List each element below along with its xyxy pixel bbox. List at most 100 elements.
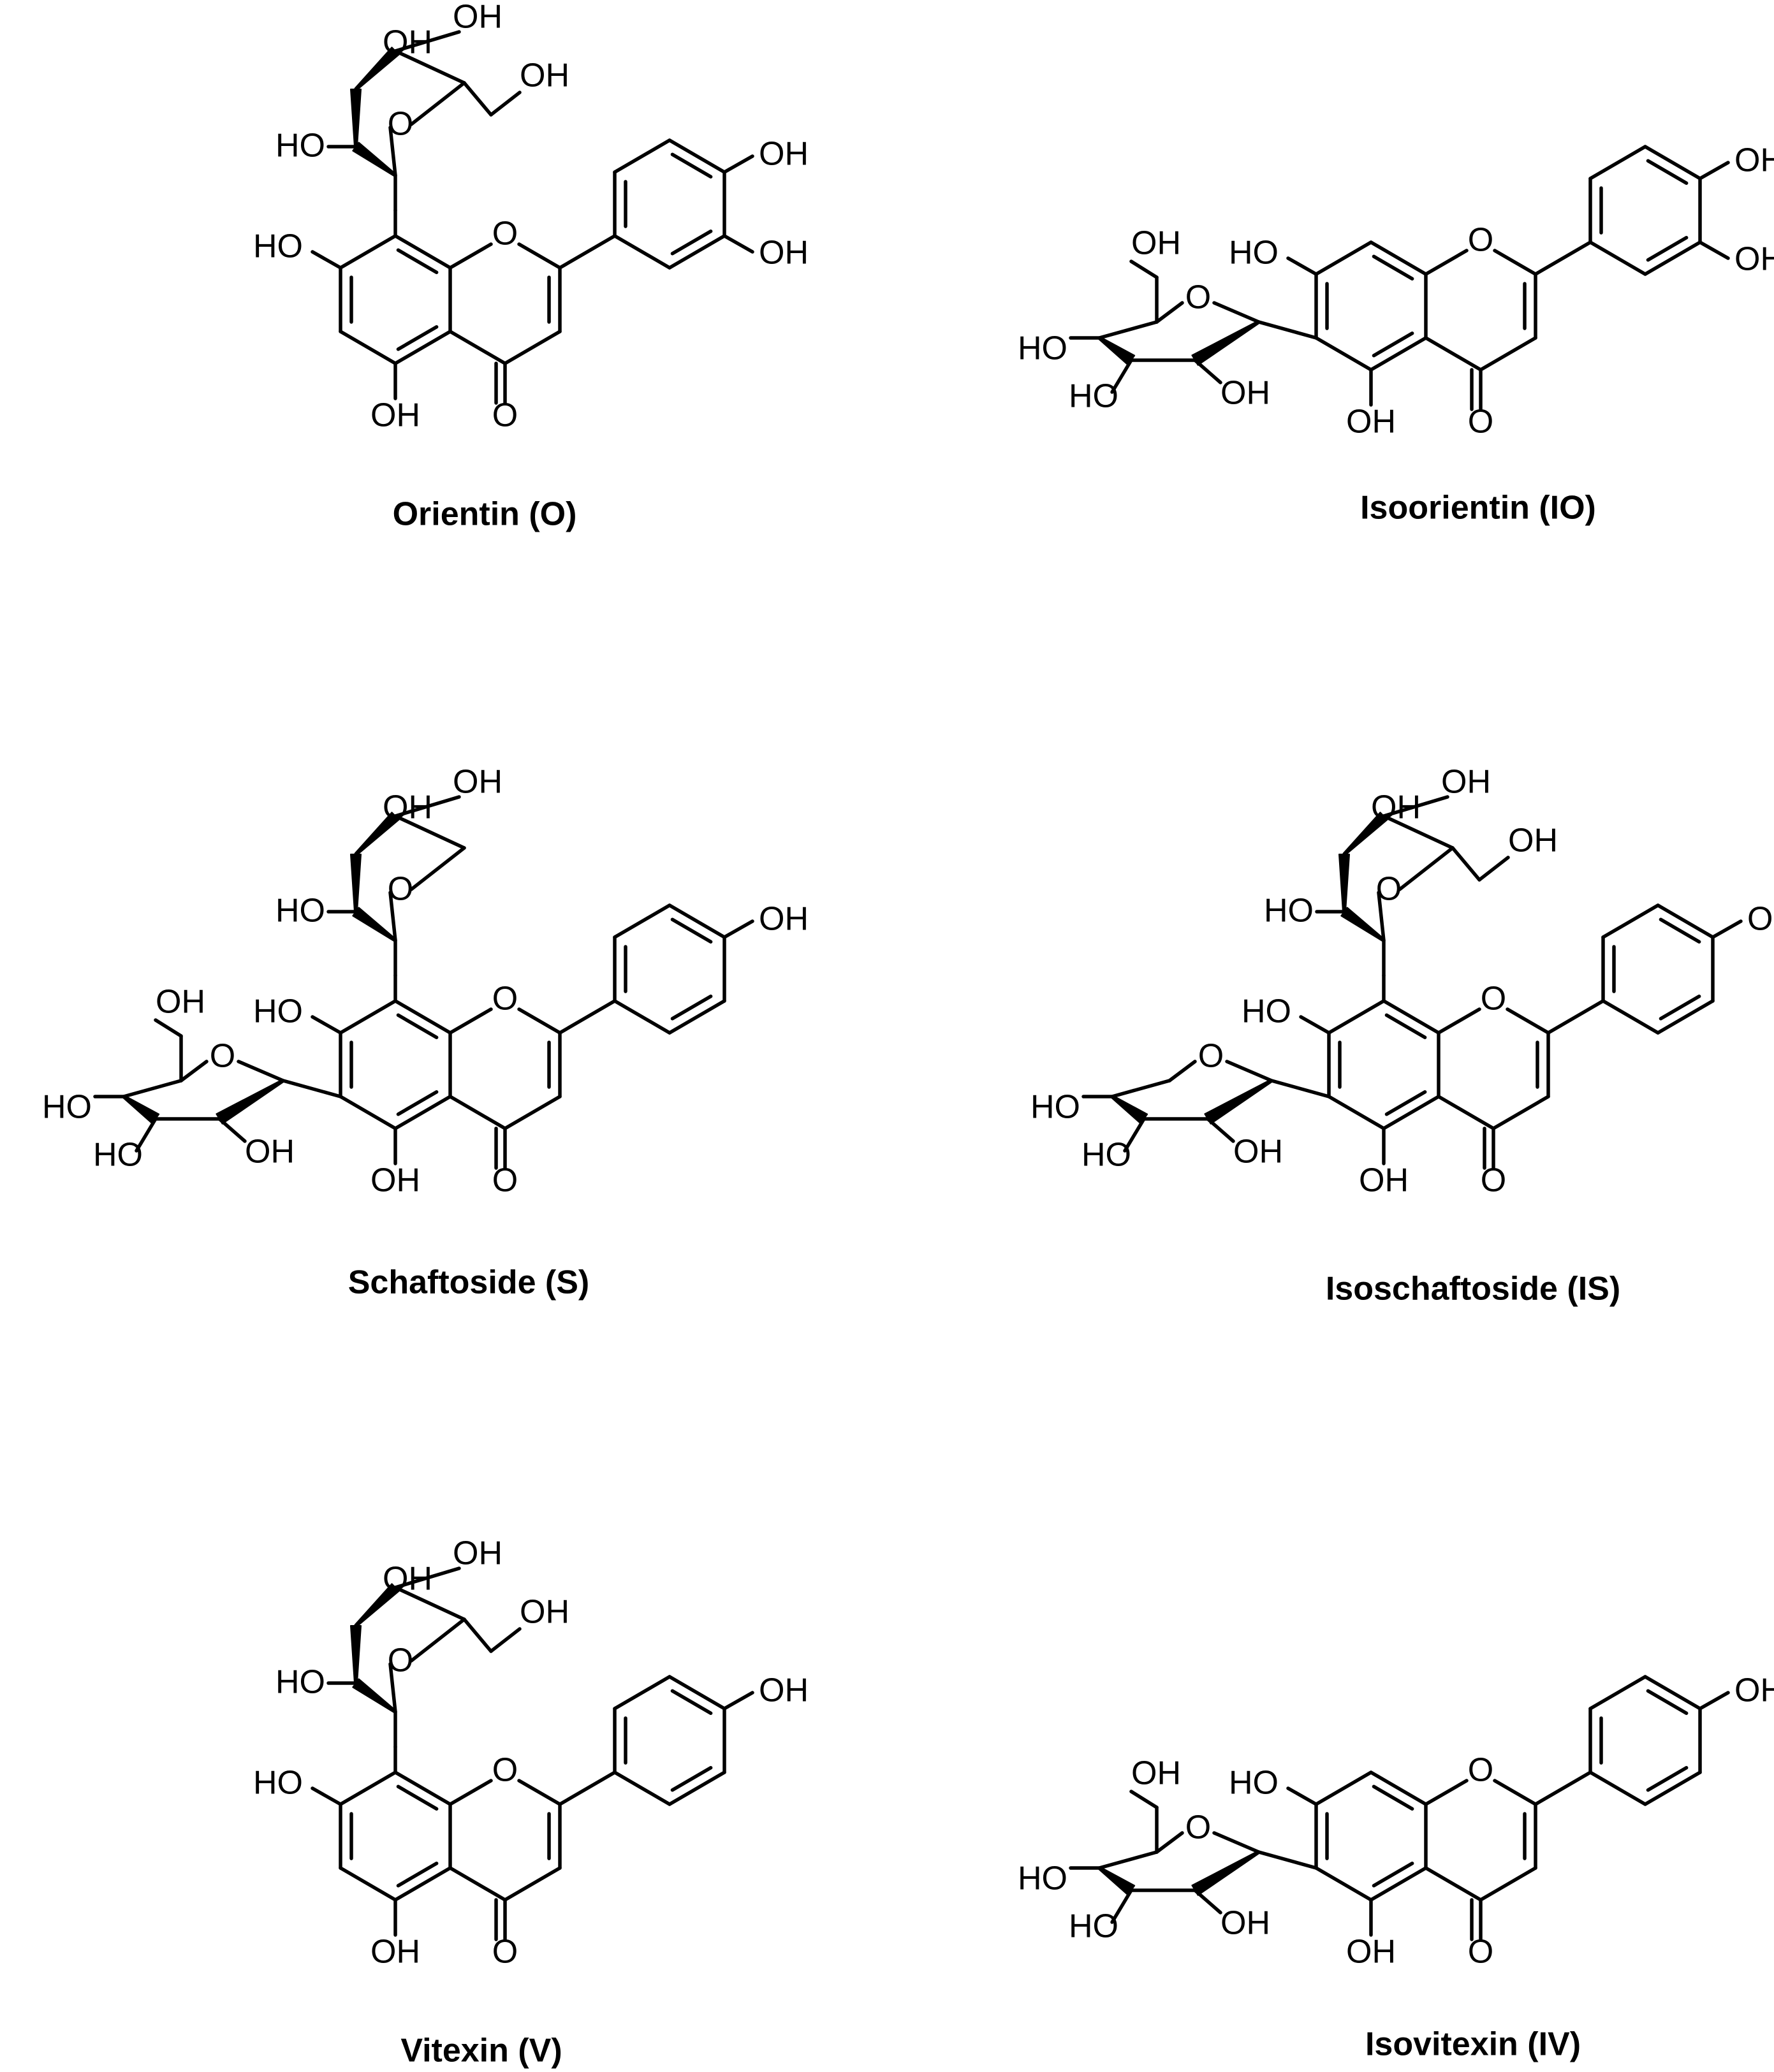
bond (1534, 240, 1592, 276)
bond (388, 891, 397, 942)
bond (1129, 259, 1159, 279)
bond (1257, 320, 1318, 340)
bond (1493, 249, 1537, 276)
double-bond (396, 325, 439, 351)
bond (1698, 1691, 1730, 1711)
bond (339, 330, 397, 365)
bond (393, 234, 452, 270)
atom-label: HO (275, 1664, 325, 1701)
bond (503, 1866, 562, 1902)
bond (1479, 1866, 1537, 1902)
bond (354, 1595, 391, 1628)
atom-label: OH (1359, 1162, 1409, 1199)
caption-isoschaftoside: Isoschaftoside (IS) (1326, 1271, 1620, 1308)
bond (1110, 358, 1133, 394)
bond (354, 59, 391, 91)
bond (311, 250, 342, 270)
bond (668, 1770, 726, 1806)
bond (388, 1662, 397, 1714)
caption-vitexin: Vitexin (V) (400, 2032, 562, 2069)
bond (1424, 249, 1469, 276)
bond (1327, 1095, 1386, 1130)
bond (668, 903, 726, 939)
atom-label: HO (1030, 1089, 1080, 1126)
double-bond (1646, 1766, 1689, 1792)
bond (1123, 1117, 1146, 1153)
atom-label: HO (253, 228, 303, 265)
atom-label: O (1376, 871, 1402, 908)
bond (393, 814, 466, 850)
bond (448, 242, 493, 270)
atom-label: OH (520, 57, 569, 94)
bond (1327, 999, 1386, 1035)
bond (613, 138, 671, 174)
atom-label: OH (453, 764, 502, 801)
bond (393, 999, 452, 1035)
atom-label: O (1481, 981, 1506, 1018)
wedge-bond (1191, 1850, 1261, 1896)
isoschaftoside-structure: OOOHHOOHOHOOHOHOHOOHHOHO (1030, 764, 1774, 1199)
bond (722, 154, 754, 174)
bond (1479, 336, 1537, 372)
bond (1314, 1770, 1373, 1806)
atom-label: HO (42, 1089, 92, 1126)
double-bond (1372, 254, 1414, 281)
bond (393, 1770, 452, 1806)
bond (1643, 1675, 1702, 1711)
bond (1643, 1770, 1702, 1806)
atom-label: OH (1346, 404, 1396, 441)
atom-label: OH (1346, 1934, 1396, 1971)
wedge-bond (352, 907, 397, 942)
bond (613, 903, 671, 939)
atom-label: OH (1441, 764, 1491, 801)
bond (613, 1675, 671, 1711)
atom-label: O (492, 215, 518, 252)
atom-label: OH (1508, 822, 1558, 859)
wedge-bond (1191, 320, 1261, 366)
bond (1711, 919, 1743, 939)
bond (1656, 903, 1715, 939)
bond (1382, 795, 1449, 818)
bond (1110, 1079, 1171, 1098)
atom-label: OH (759, 901, 809, 938)
atom-label: OH (1233, 1134, 1283, 1171)
atom-label: OH (1747, 901, 1774, 938)
bond (409, 846, 466, 891)
double-bond (1384, 1090, 1427, 1116)
bond (217, 1117, 247, 1143)
bond (393, 795, 461, 818)
bond (1369, 1866, 1428, 1902)
bond (668, 234, 726, 270)
bond (558, 1770, 617, 1806)
atom-label: OH (370, 1162, 420, 1199)
bond (462, 1617, 493, 1653)
bond (462, 81, 493, 117)
bond (1206, 1117, 1235, 1143)
bond (668, 999, 726, 1035)
atom-label: O (492, 981, 518, 1018)
bond (1588, 240, 1647, 276)
double-bond (1659, 995, 1701, 1021)
bond (1601, 999, 1660, 1035)
bond (1129, 1790, 1159, 1809)
bond (1424, 1779, 1469, 1806)
atom-label: OH (370, 1934, 420, 1971)
bond (1643, 145, 1702, 180)
wedge-bond (1204, 1079, 1273, 1125)
bond (1382, 814, 1455, 850)
bond (1286, 256, 1318, 276)
bond (1424, 336, 1483, 372)
atom-label: OH (1734, 1672, 1774, 1709)
atom-label: OH (1734, 241, 1774, 278)
bond (1270, 1079, 1331, 1098)
atom-label: OH (520, 1594, 569, 1631)
double-bond (396, 1862, 439, 1888)
atom-label: O (388, 871, 413, 908)
double-bond (670, 995, 713, 1021)
bond (1534, 1770, 1592, 1806)
bond (1437, 1095, 1495, 1130)
